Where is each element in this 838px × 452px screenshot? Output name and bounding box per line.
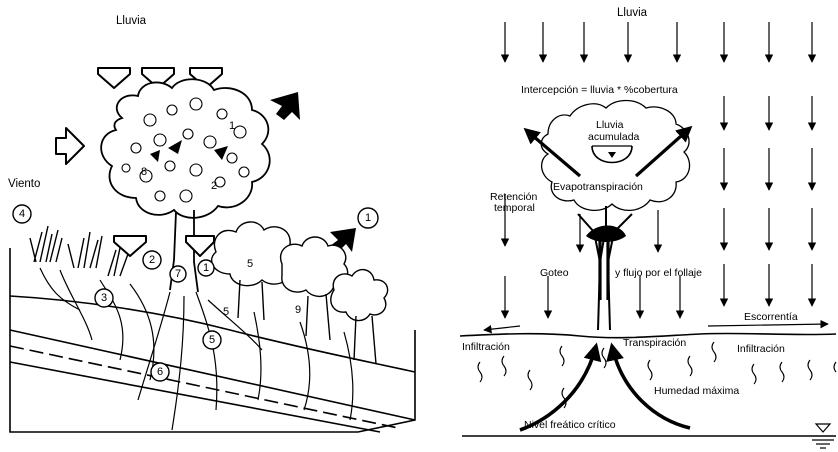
water-table-label: Nivel freático crítico [524, 419, 616, 431]
stored-rain-label-1: Lluvia [596, 119, 624, 131]
stored-rain-label-2: acumulada [588, 131, 640, 143]
marker-number: 6 [157, 366, 163, 378]
wind-label: Viento [8, 178, 40, 190]
infiltration-right-label: Infiltración [737, 343, 785, 355]
marker-number: 1 [203, 262, 209, 274]
right-diagram: Lluvia [460, 7, 836, 448]
grass [30, 226, 128, 276]
evaporation-arrow-top [270, 92, 300, 120]
marker-number: 1 [365, 212, 371, 224]
left-rain-label: Lluvia [116, 15, 147, 27]
marker-number: 2 [211, 180, 217, 192]
marker-number: 1 [229, 120, 235, 132]
right-tree-canopy [541, 101, 689, 211]
marker-number: 3 [101, 292, 107, 304]
evapotranspiration-label: Evapotranspiración [553, 181, 643, 193]
marker-number: 8 [141, 166, 147, 178]
max-moisture-label: Humedad máxima [654, 385, 739, 397]
drip-label: Goteo [540, 267, 569, 279]
marker-number: 5 [209, 334, 215, 346]
temporary-retention-label-2: temporal [494, 202, 535, 214]
marker-number: 5 [247, 258, 253, 270]
right-rain-label: Lluvia [617, 7, 648, 19]
shrubs [212, 222, 388, 364]
stored-rain-bowl [592, 146, 632, 163]
runoff-arrows [484, 324, 828, 330]
canopy-drip-arrows [114, 236, 214, 256]
left-diagram: Lluvia Viento [8, 15, 415, 432]
marker-number: 4 [19, 208, 25, 220]
wind-arrow [56, 128, 84, 164]
transpiration-label: Transpiración [623, 337, 686, 349]
runoff-label: Escorrentía [744, 311, 798, 323]
marker-number: 2 [149, 254, 155, 266]
infiltration-left-label: Infiltración [462, 341, 510, 353]
marker-number: 7 [175, 268, 181, 280]
marker-number: 9 [295, 304, 301, 316]
marker-number: 5 [223, 306, 229, 318]
stemflow-label: y flujo por el follaje [615, 267, 702, 279]
interception-formula: Intercepción = lluvia * %cobertura [521, 84, 678, 96]
